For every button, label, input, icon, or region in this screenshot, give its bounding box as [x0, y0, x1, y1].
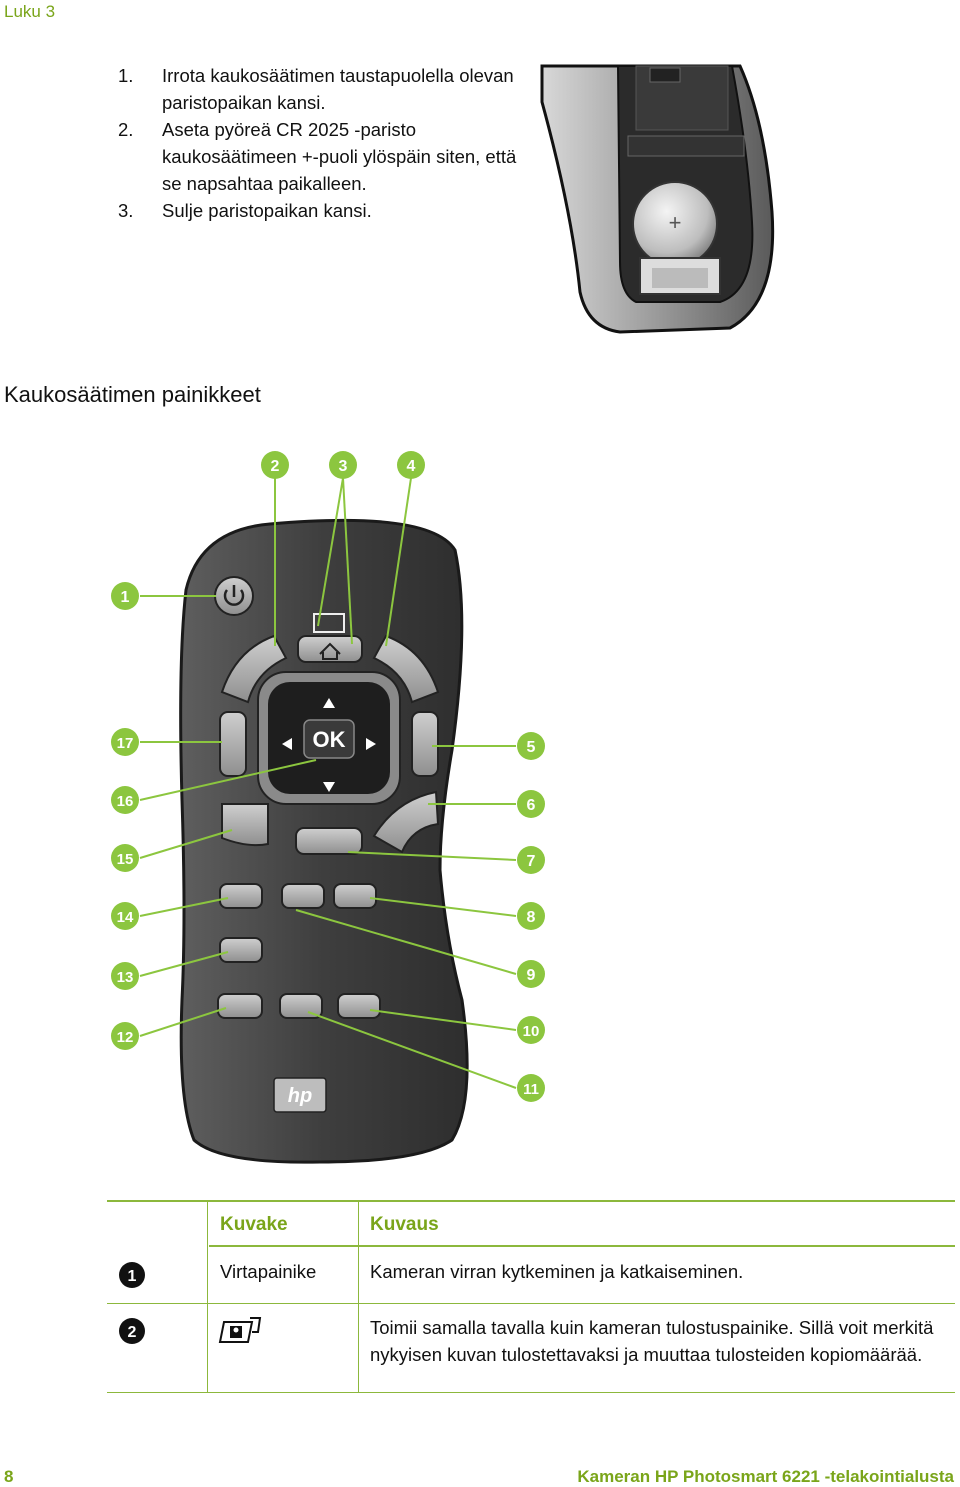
callout-11: 11 — [517, 1074, 545, 1102]
callout-16: 16 — [111, 786, 139, 814]
home-button — [297, 635, 363, 663]
back-button — [221, 803, 269, 847]
svg-text:15: 15 — [117, 851, 134, 868]
ok-label: OK — [313, 727, 346, 752]
svg-text:17: 17 — [117, 735, 134, 752]
step-text: Sulje paristopaikan kansi. — [162, 200, 372, 221]
row-number-badge: 1 — [119, 1262, 145, 1288]
callout-17: 17 — [111, 728, 139, 756]
callout-14: 14 — [111, 902, 139, 930]
share-button — [372, 634, 440, 704]
callout-4: 4 — [397, 451, 425, 479]
step-text: Irrota kaukosäätimen taustapuolella olev… — [162, 65, 514, 113]
svg-text:2: 2 — [271, 458, 280, 475]
dpad: OK — [257, 671, 401, 805]
favorite-button — [372, 790, 440, 854]
callout-9: 9 — [517, 960, 545, 988]
step-number: 2. — [118, 119, 134, 140]
table-cell-icon-label: Virtapainike — [220, 1261, 317, 1282]
svg-text:5: 5 — [527, 739, 536, 756]
callout-8: 8 — [517, 902, 545, 930]
tv-icon — [313, 613, 345, 633]
remote-control-diagram: OK hp — [111, 451, 545, 1164]
page-number: 8 — [4, 1467, 14, 1486]
leader-lines — [139, 477, 517, 1089]
callout-1: 1 — [111, 582, 139, 610]
svg-text:10: 10 — [523, 1023, 540, 1040]
power-button — [214, 576, 254, 616]
step-number: 3. — [118, 200, 134, 221]
battery-compartment-illustration: + — [540, 64, 775, 334]
callout-2: 2 — [261, 451, 289, 479]
svg-text:hp: hp — [288, 1085, 312, 1107]
settings-button — [219, 711, 247, 777]
callout-10: 10 — [517, 1016, 545, 1044]
table-cell-description: Kameran virran kytkeminen ja katkaisemin… — [370, 1261, 744, 1282]
chapter-header: Luku 3 — [4, 2, 56, 21]
svg-text:+: + — [669, 210, 682, 235]
callout-5: 5 — [517, 732, 545, 760]
table-cell-description: Toimii samalla tavalla kuin kameran tulo… — [370, 1317, 934, 1365]
svg-text:16: 16 — [117, 793, 134, 810]
step-number: 1. — [118, 65, 134, 86]
previous-button — [217, 993, 263, 1019]
print-icon — [218, 1317, 262, 1343]
svg-text:4: 4 — [407, 458, 416, 475]
table-header-description: Kuvaus — [370, 1214, 439, 1235]
svg-text:1: 1 — [128, 1268, 137, 1285]
step-text: Aseta pyöreä CR 2025 -paristo kaukosääti… — [162, 119, 517, 194]
instruction-steps: 1. Irrota kaukosäätimen taustapuolella o… — [118, 62, 538, 224]
callout-15: 15 — [111, 844, 139, 872]
svg-text:14: 14 — [117, 909, 134, 926]
svg-text:7: 7 — [527, 853, 536, 870]
info-button — [295, 827, 363, 855]
svg-text:13: 13 — [117, 969, 134, 986]
callout-6: 6 — [517, 790, 545, 818]
row-number-badge: 2 — [119, 1318, 145, 1344]
menu-button — [411, 711, 439, 777]
rotate-button — [219, 883, 263, 909]
table-header-icon: Kuvake — [220, 1214, 288, 1235]
svg-text:6: 6 — [527, 797, 536, 814]
section-title: Kaukosäätimen painikkeet — [4, 382, 261, 407]
step-item: 1. Irrota kaukosäätimen taustapuolella o… — [118, 62, 538, 116]
step-item: 2. Aseta pyöreä CR 2025 -paristo kaukosä… — [118, 116, 538, 197]
zoom-in-button — [333, 883, 377, 909]
svg-text:8: 8 — [527, 909, 536, 926]
footer-title: Kameran HP Photosmart 6221 -telakointial… — [577, 1467, 954, 1486]
svg-text:2: 2 — [128, 1324, 137, 1341]
svg-text:9: 9 — [527, 967, 536, 984]
svg-text:1: 1 — [121, 589, 130, 606]
step-item: 3. Sulje paristopaikan kansi. — [118, 197, 538, 224]
callout-7: 7 — [517, 846, 545, 874]
next-button — [337, 993, 381, 1019]
callout-13: 13 — [111, 962, 139, 990]
svg-text:11: 11 — [523, 1081, 539, 1098]
zoom-out-button — [281, 883, 325, 909]
callout-3: 3 — [329, 451, 357, 479]
callout-12: 12 — [111, 1022, 139, 1050]
delete-button — [219, 937, 263, 963]
svg-text:12: 12 — [117, 1029, 134, 1046]
hp-logo: hp — [273, 1077, 327, 1113]
svg-text:3: 3 — [339, 458, 348, 475]
play-pause-button — [279, 993, 323, 1019]
